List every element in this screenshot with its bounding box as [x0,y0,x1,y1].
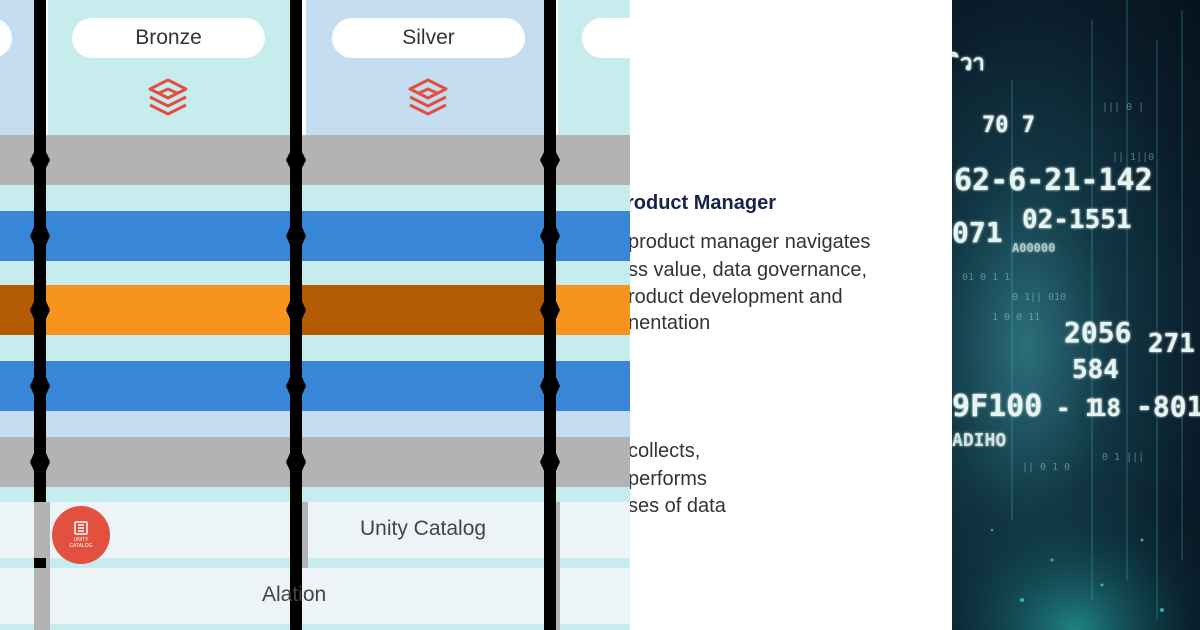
cyan-band [0,487,630,502]
svg-text:||| 0 |: ||| 0 | [1102,102,1144,113]
medallion-diagram-panel: Bronze Silver [0,0,630,630]
light-blue-band [0,411,630,437]
unity-catalog-label: Unity Catalog [360,517,487,540]
text-line: ses of data [630,495,726,517]
cyan-band [0,261,630,285]
text-line: product manager navigates [630,231,871,253]
artwork-number: A00000 [1012,241,1055,255]
text-line: performs [630,468,707,490]
gray-band [0,135,630,185]
dark-orange-segment [300,285,550,335]
gold-pill [582,18,630,58]
artwork-number: 62-6-21-142 [954,163,1153,198]
text-line: ss value, data governance, [630,259,868,281]
svg-text:1 0 0 11: 1 0 0 11 [992,312,1040,323]
alation-row [0,568,630,624]
artwork-number: 584 [1072,355,1119,385]
cyan-band [0,335,630,361]
artwork-number: 9F100 [952,389,1042,424]
unity-catalog-icon: UNITY CATALOG [52,506,110,564]
artwork-number: 18 [1092,394,1121,422]
artwork-overlay: ิวา 70 7 62-6-21-142 071 02-1551 A00000 … [952,0,1200,630]
bronze-pill: Bronze [72,18,265,58]
catalog-book-icon [74,521,88,535]
svg-text:|| 1||0: || 1||0 [1112,152,1154,163]
svg-text:0 1|| 010: 0 1|| 010 [1012,292,1066,303]
databricks-layers-icon [408,78,448,116]
partial-layer-pill [0,18,12,58]
product-manager-heading: roduct Manager [630,192,777,214]
artwork-number: 071 [952,216,1003,249]
text-panel: roduct Manager product manager navigates… [630,0,952,630]
databricks-layers-icon [148,78,188,116]
artwork-number: 2056 [1064,316,1131,349]
blue-band [0,361,630,411]
gray-band [0,437,630,487]
text-line: nentation [630,312,711,334]
alation-label: Alation [262,583,327,606]
cyan-band [0,558,630,568]
silver-pill: Silver [332,18,525,58]
artwork-number: 70 7 [982,113,1035,138]
artwork-number: ADIHO [952,430,1006,451]
text-line: roduct development and [630,286,843,308]
text-line: collects, [630,440,701,462]
artwork-number: -801 [1136,390,1200,423]
unity-badge-line: UNITY [73,537,89,543]
unity-badge-line: CATALOG [69,543,93,549]
cyan-band [0,185,630,211]
artwork-number: 02-1551 [1022,205,1132,235]
svg-text:01 0 1 1: 01 0 1 1 [962,272,1010,283]
artwork-number: - 1 [1056,394,1099,422]
digital-data-artwork: ิวา 70 7 62-6-21-142 071 02-1551 A00000 … [952,0,1200,630]
artwork-number: 271 [1148,329,1195,359]
blue-band [0,211,630,261]
svg-text:0 1 |||: 0 1 ||| [1102,452,1144,463]
cyan-band [0,624,630,630]
column-dividers [30,0,560,630]
svg-text:|| 0 1 0: || 0 1 0 [1022,462,1070,473]
artwork-number: ิวา [952,51,985,76]
